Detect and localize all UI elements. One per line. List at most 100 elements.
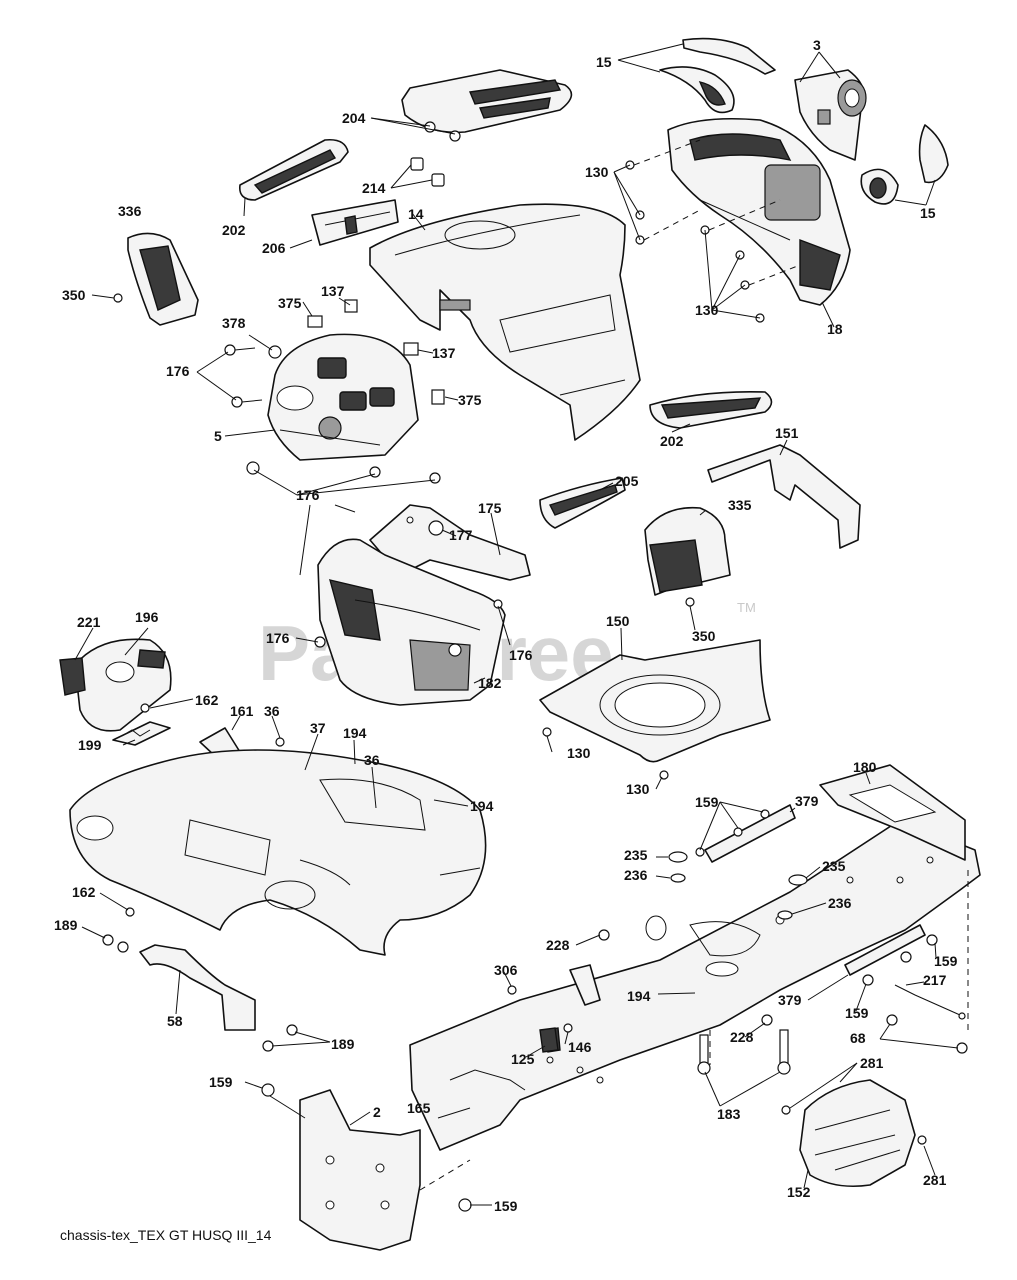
callout-150[interactable]: 150: [606, 613, 630, 629]
callout-236[interactable]: 236: [624, 867, 648, 883]
part-196-seat-cover[interactable]: [74, 638, 172, 732]
callout-214[interactable]: 214: [362, 180, 386, 196]
callout-335[interactable]: 335: [728, 497, 752, 513]
part-150-plate[interactable]: [539, 639, 771, 780]
callout-378[interactable]: 378: [222, 315, 246, 331]
part-37-fender[interactable]: [69, 749, 487, 956]
callout-336[interactable]: 336: [118, 203, 142, 219]
callout-130[interactable]: 130: [626, 781, 650, 797]
callout-217[interactable]: 217: [923, 972, 947, 988]
callout-15[interactable]: 15: [920, 205, 936, 221]
callout-159[interactable]: 159: [934, 953, 958, 969]
callout-180[interactable]: 180: [853, 759, 877, 775]
callout-183[interactable]: 183: [717, 1106, 741, 1122]
callout-206[interactable]: 206: [262, 240, 286, 256]
callout-15[interactable]: 15: [596, 54, 612, 70]
callout-379[interactable]: 379: [795, 793, 819, 809]
callout-196[interactable]: 196: [135, 609, 159, 625]
callout-176[interactable]: 176: [166, 363, 190, 379]
part-14-hood[interactable]: [369, 203, 641, 441]
part-3-headlight-bracket[interactable]: [794, 69, 867, 161]
part-68-bolts[interactable]: [886, 1014, 968, 1054]
part-175-bracket[interactable]: [369, 504, 531, 581]
part-306-nut[interactable]: [507, 985, 517, 995]
part-151-bracket[interactable]: [707, 444, 861, 549]
callout-204[interactable]: 204: [342, 110, 366, 126]
callout-281[interactable]: 281: [923, 1172, 947, 1188]
part-58-bracket[interactable]: [139, 944, 256, 1031]
callout-194[interactable]: 194: [343, 725, 367, 741]
part-335-side-panel[interactable]: [644, 506, 731, 607]
part-236-spacers[interactable]: [670, 873, 793, 920]
part-205-strip[interactable]: [539, 477, 626, 529]
part-228-bolts[interactable]: [598, 929, 773, 1026]
callout-228[interactable]: 228: [546, 937, 570, 953]
part-182-lower-housing[interactable]: [314, 538, 506, 706]
callout-205[interactable]: 205: [615, 473, 639, 489]
callout-130[interactable]: 130: [585, 164, 609, 180]
callout-2[interactable]: 2: [373, 1104, 381, 1120]
part-15-lens-upper[interactable]: [659, 37, 776, 114]
callout-159[interactable]: 159: [845, 1005, 869, 1021]
callout-176[interactable]: 176: [296, 487, 320, 503]
callout-37[interactable]: 37: [310, 720, 326, 736]
callout-165[interactable]: 165: [407, 1100, 431, 1116]
callout-379[interactable]: 379: [778, 992, 802, 1008]
callout-228[interactable]: 228: [730, 1029, 754, 1045]
callout-375[interactable]: 375: [278, 295, 302, 311]
part-202-grille-lower[interactable]: [649, 390, 773, 429]
callout-177[interactable]: 177: [449, 527, 473, 543]
callout-130[interactable]: 130: [695, 302, 719, 318]
part-378-bushing[interactable]: [268, 345, 282, 359]
callout-194[interactable]: 194: [470, 798, 494, 814]
callout-176[interactable]: 176: [266, 630, 290, 646]
part-5-dash-panel[interactable]: [267, 333, 419, 461]
callout-3[interactable]: 3: [813, 37, 821, 53]
callout-175[interactable]: 175: [478, 500, 502, 516]
part-281-screws[interactable]: [781, 1105, 927, 1145]
callout-159[interactable]: 159: [695, 794, 719, 810]
part-180-frame[interactable]: [409, 764, 981, 1151]
part-146-nut[interactable]: [563, 1023, 573, 1033]
callout-146[interactable]: 146: [568, 1039, 592, 1055]
callout-182[interactable]: 182: [478, 675, 502, 691]
part-214-clips[interactable]: [410, 157, 445, 187]
part-152-cover[interactable]: [799, 1079, 916, 1188]
part-235-bushings[interactable]: [668, 851, 808, 886]
callout-36[interactable]: 36: [364, 752, 380, 768]
part-221-decal[interactable]: [59, 657, 86, 696]
part-2-front-bracket[interactable]: [299, 1089, 471, 1251]
callout-375[interactable]: 375: [458, 392, 482, 408]
callout-58[interactable]: 58: [167, 1013, 183, 1029]
callout-159[interactable]: 159: [209, 1074, 233, 1090]
callout-281[interactable]: 281: [860, 1055, 884, 1071]
callout-137[interactable]: 137: [321, 283, 345, 299]
callout-199[interactable]: 199: [78, 737, 102, 753]
callout-161[interactable]: 161: [230, 703, 254, 719]
callout-221[interactable]: 221: [77, 614, 101, 630]
callout-36[interactable]: 36: [264, 703, 280, 719]
callout-137[interactable]: 137: [432, 345, 456, 361]
callout-125[interactable]: 125: [511, 1051, 535, 1067]
callout-235[interactable]: 235: [822, 858, 846, 874]
callout-194[interactable]: 194: [627, 988, 651, 1004]
callout-306[interactable]: 306: [494, 962, 518, 978]
callout-202[interactable]: 202: [222, 222, 246, 238]
part-183-bolts[interactable]: [697, 1029, 791, 1075]
part-217-rod[interactable]: [894, 984, 966, 1020]
callout-18[interactable]: 18: [827, 321, 843, 337]
part-206-panel[interactable]: [311, 199, 399, 246]
callout-189[interactable]: 189: [54, 917, 78, 933]
callout-5[interactable]: 5: [214, 428, 222, 444]
part-15-lens-lower[interactable]: [860, 124, 949, 205]
part-189-bolts[interactable]: [102, 934, 298, 1052]
callout-202[interactable]: 202: [660, 433, 684, 449]
part-137-clip[interactable]: [344, 299, 419, 356]
callout-14[interactable]: 14: [408, 206, 424, 222]
part-204-hood-panel[interactable]: [401, 69, 573, 142]
part-159-bolts[interactable]: [261, 809, 938, 1212]
callout-130[interactable]: 130: [567, 745, 591, 761]
part-165-rod[interactable]: [449, 1069, 526, 1091]
callout-162[interactable]: 162: [72, 884, 96, 900]
part-202-grille-left[interactable]: [238, 138, 349, 201]
